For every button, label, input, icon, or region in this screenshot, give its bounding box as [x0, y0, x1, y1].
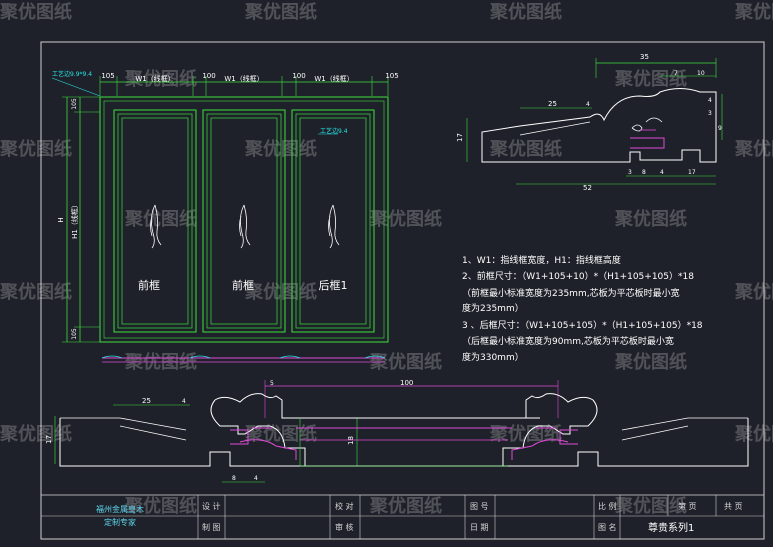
dim-label: 8 [232, 475, 236, 482]
watermark-text: 聚优图纸 [489, 1, 562, 23]
watermark-text: 聚优图纸 [244, 1, 317, 23]
tb-review: 审 核 [335, 522, 354, 532]
note-line: 度为235mm） [462, 302, 524, 314]
company-line: 定制专家 [104, 517, 136, 527]
dim-label: 105 [71, 98, 78, 110]
height-label: H [57, 217, 65, 222]
watermark-text: 聚优图纸 [734, 423, 773, 445]
dim-label: 5 [270, 380, 274, 387]
dim-label: 100 [400, 379, 413, 387]
tb-sheet: 第 页 [678, 501, 697, 511]
watermark-text: 聚优图纸 [734, 281, 773, 303]
tb-total: 共 页 [724, 502, 743, 511]
company-line: 福州金属皇木 [96, 504, 144, 514]
process-tag-inner: 工艺边9.4 [320, 127, 348, 135]
watermark-text: 聚优图纸 [0, 138, 72, 160]
dim-label: 100 [292, 72, 305, 80]
section-profile-bottom: 100 5 25 4 17 18 8 4 [45, 379, 749, 483]
title-block: 福州金属皇木 定制专家 设 计 制 图 校 对 审 核 图 号 日 期 比 例 … [40, 494, 765, 540]
dim-label: 4 [182, 398, 186, 405]
width-label: W1（线框） [135, 74, 174, 83]
width-label: W1（线框） [224, 74, 263, 83]
watermark-text: 聚优图纸 [124, 68, 197, 90]
dim-label: 4 [586, 101, 590, 108]
watermark-text: 聚优图纸 [489, 138, 562, 160]
dim-label: 4 [254, 475, 258, 482]
dim-label: 4 [660, 169, 664, 176]
front-view: 105 100 100 105 W1（线框） W1（线框） W1（线框） 工艺边… [51, 70, 399, 363]
panel-label: 后框1 [319, 279, 348, 292]
watermark-text: 聚优图纸 [614, 68, 687, 90]
watermark-text: 聚优图纸 [614, 351, 687, 373]
dim-label: 18 [347, 436, 355, 445]
note-line: 3 、后框尺寸：（W1+105+105）*（H1+105+105）*18 [462, 319, 703, 331]
dim-label: 52 [583, 184, 592, 192]
panel-label: 前框 [232, 278, 254, 292]
watermark-text: 聚优图纸 [369, 495, 442, 517]
watermark-text: 聚优图纸 [0, 1, 72, 23]
watermark-text: 聚优图纸 [614, 208, 687, 230]
dim-label: 4 [708, 97, 712, 104]
note-line: （前框最小标准宽度为235mm,芯板为平芯板时最小宽 [462, 287, 680, 299]
note-line: （后框最小标准宽度为90mm,芯板为平芯板时最小宽 [462, 335, 674, 347]
watermark-text: 聚优图纸 [0, 281, 72, 303]
dim-label: 105 [385, 72, 398, 80]
dim-label: 35 [640, 53, 649, 61]
watermark-text: 聚优图纸 [614, 495, 687, 517]
dim-label: 105 [101, 72, 114, 80]
tb-drawing-no: 图 号 [470, 502, 489, 511]
watermark-text: 聚优图纸 [124, 495, 197, 517]
dim-label: 9 [718, 125, 722, 132]
note-line: 1、W1：指线框宽度，H1：指线框高度 [462, 254, 621, 266]
watermark-text: 聚优图纸 [124, 208, 197, 230]
width-label: W1（线框） [314, 74, 353, 83]
dim-label: 25 [548, 100, 557, 108]
dim-label: 105 [71, 328, 78, 340]
tb-drawing: 制 图 [202, 522, 221, 532]
tb-date: 日 期 [470, 523, 489, 532]
dim-label: 8 [642, 169, 646, 176]
watermark-text: 聚优图纸 [734, 1, 773, 23]
dim-label: 25 [142, 397, 151, 405]
dim-label: 10 [697, 70, 705, 77]
height-label-inner: H1（线框） [70, 201, 79, 239]
dim-label: 7 [674, 70, 678, 77]
dim-label: 17 [45, 435, 53, 444]
tb-name-value: 尊贵系列1 [648, 521, 694, 534]
dim-label: 100 [202, 72, 215, 80]
watermark-text: 聚优图纸 [369, 351, 442, 373]
note-line: 度为330mm） [462, 351, 524, 363]
tb-scale: 比 例 [598, 501, 617, 511]
panel-label: 前框 [138, 278, 160, 292]
watermark-text: 聚优图纸 [734, 138, 773, 160]
watermark-text: 聚优图纸 [369, 208, 442, 230]
watermarks: 聚优图纸 聚优图纸 聚优图纸 聚优图纸 聚优图纸 聚优图纸 聚优图纸 聚优图纸 … [0, 1, 773, 517]
dim-label: 17 [456, 133, 464, 142]
watermark-text: 聚优图纸 [244, 138, 317, 160]
watermark-text: 聚优图纸 [244, 281, 317, 303]
dim-label: 3 [628, 169, 632, 176]
tb-design: 设 计 [202, 501, 221, 511]
tb-name-label: 图 名 [598, 522, 617, 532]
watermark-text: 聚优图纸 [0, 423, 72, 445]
dim-label: 3 [708, 110, 712, 117]
note-line: 2、前框尺寸：（W1+105+10）*（H1+105+105）*18 [462, 270, 694, 282]
process-tag: 工艺边9.9*9.4 [52, 70, 92, 78]
dim-label: 17 [688, 169, 696, 176]
tb-check: 校 对 [335, 501, 354, 511]
notes: 1、W1：指线框宽度，H1：指线框高度 2、前框尺寸：（W1+105+10）*（… [462, 254, 703, 363]
section-profile-top: 35 7 10 25 4 17 4 3 9 52 3 8 4 17 [456, 53, 723, 192]
